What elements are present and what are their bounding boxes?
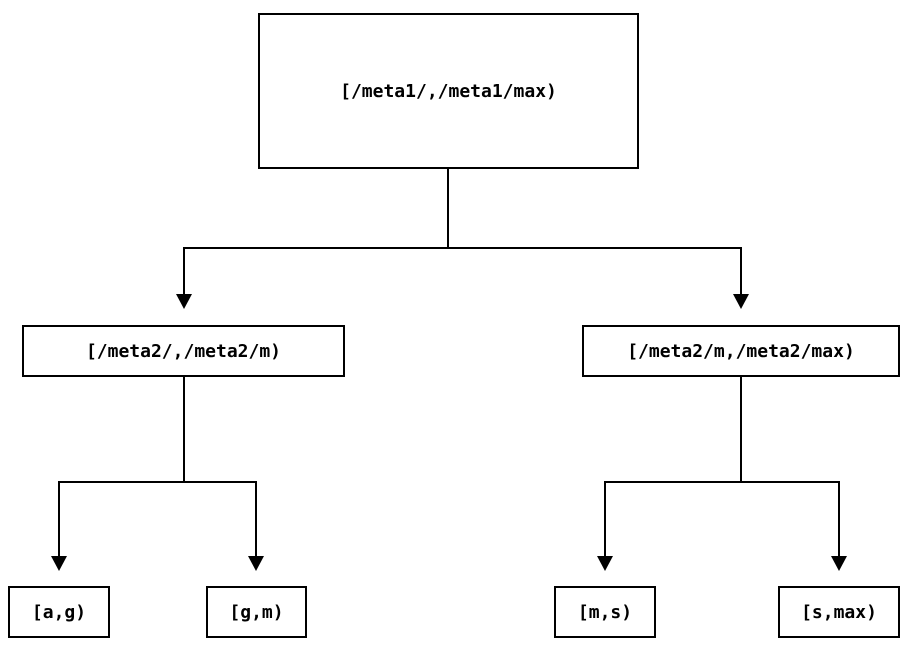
tree-node-meta2-right-label: [/meta2/m,/meta2/max) [627,340,855,362]
edge-meta2-right-to-smax-line [838,481,840,556]
tree-node-leaf-ms-label: [m,s) [577,601,633,623]
edge-meta2-left-stem-line [183,377,185,483]
tree-node-root: [/meta1/,/meta1/max) [258,13,639,169]
tree-node-root-label: [/meta1/,/meta1/max) [340,80,557,102]
arrowhead-down-icon [51,556,67,571]
tree-node-leaf-smax-label: [s,max) [801,601,877,623]
tree-node-meta2-left-label: [/meta2/,/meta2/m) [85,340,282,362]
edge-meta2-left-to-ag-line [58,481,60,556]
edge-root-to-right-line [740,247,742,295]
edge-meta2-right-horizontal-line [604,481,840,483]
arrowhead-down-icon [597,556,613,571]
edge-meta2-right-to-ms-line [604,481,606,556]
arrowhead-down-icon [831,556,847,571]
tree-node-leaf-ms: [m,s) [554,586,656,638]
edge-root-horizontal-line [183,247,742,249]
tree-node-leaf-gm-label: [g,m) [229,601,284,623]
edge-root-to-left-line [183,247,185,295]
tree-node-meta2-left: [/meta2/,/meta2/m) [22,325,345,377]
edge-meta2-right-stem-line [740,377,742,483]
tree-node-leaf-ag: [a,g) [8,586,110,638]
edge-meta2-left-horizontal-line [58,481,257,483]
tree-node-leaf-ag-label: [a,g) [31,601,87,623]
edge-root-stem-line [447,169,449,249]
arrowhead-down-icon [733,294,749,309]
edge-meta2-left-to-gm-line [255,481,257,556]
tree-node-meta2-right: [/meta2/m,/meta2/max) [582,325,900,377]
tree-node-leaf-gm: [g,m) [206,586,307,638]
arrowhead-down-icon [248,556,264,571]
arrowhead-down-icon [176,294,192,309]
tree-node-leaf-smax: [s,max) [778,586,900,638]
